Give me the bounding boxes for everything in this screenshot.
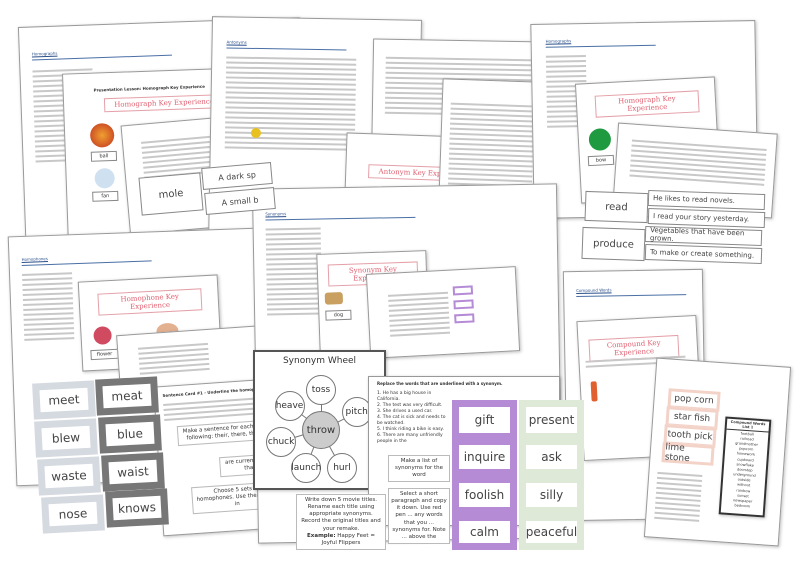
homograph-word-card[interactable]: mole [138,172,204,216]
key-title: Homograph Key Experience [594,90,700,118]
homophone-card[interactable]: waste [37,456,101,496]
homograph-word-card[interactable]: read [584,190,649,224]
flower-picture [93,326,113,345]
task-card[interactable]: Make a list of synonyms for the word [388,455,450,483]
fan-picture [94,167,116,189]
synonym-card[interactable]: calm [452,514,517,550]
person-picture [590,381,598,402]
wheel-word: chuck [266,426,297,457]
key-title: Homograph Key Experience [103,94,225,113]
homograph-meaning-card[interactable]: To make or create something. [644,243,763,265]
picture-label: ball [90,150,118,162]
synonym-card[interactable]: gift [452,400,517,440]
synonym-card[interactable]: silly [519,476,584,514]
homophone-card[interactable]: blew [34,418,98,458]
task-card[interactable]: Select a short paragraph and copy it dow… [388,488,450,544]
homograph-word-card[interactable]: produce [581,226,646,262]
mini-card [452,285,474,296]
dog-picture [324,292,344,305]
homophone-card[interactable]: nose [41,494,105,534]
sentence: 4. The cat is sick and needs to be watch… [377,415,446,426]
wheel-center: throw [302,411,340,449]
key-title: Homophone Key Experience [97,288,203,316]
example-label: Example: [307,532,336,539]
wheel-word: heave [274,391,305,422]
bow-picture [588,127,612,152]
ball-picture [89,122,115,148]
homograph-meaning-card[interactable]: Vegetables that have been grown. [644,225,763,247]
example-text: Happy Feet = Joyful Flippers [321,532,375,546]
task-card[interactable]: Write down 5 movie titles. Rename each t… [296,494,386,550]
synonym-card[interactable]: present [519,400,584,440]
picture-label: fan [92,190,119,202]
synonym-card[interactable]: peaceful [519,514,584,550]
homophone-card[interactable]: waist [101,452,165,492]
instruction: Replace the words that are underlined wi… [377,381,503,386]
mini-card [454,313,475,324]
sun-picture [250,127,262,139]
homophone-card[interactable]: knows [105,488,169,528]
picture-label: flower [90,348,119,361]
sentence: 5. I think riding a bike is easy. [377,427,444,432]
task-text: Write down 5 movie titles. Rename each t… [301,497,381,532]
synonym-card[interactable]: foolish [452,476,517,514]
wheel-word: toss [306,375,336,406]
wheel-title: Synonym Wheel [282,356,357,366]
synonym-book-page [365,266,521,359]
homophone-card[interactable]: meat [95,376,159,416]
wheel-word: launch [291,452,321,483]
homograph-meaning-card[interactable]: I read your story yesterday. [647,207,766,229]
synonym-card[interactable]: inquire [452,438,517,476]
wheel-word: hurl [327,452,357,483]
compound-card[interactable]: lime stone [661,442,715,466]
sentence: 1. He has a big house in California. [377,391,432,402]
sentence: 2. The test was very difficult. [377,403,443,408]
homophone-card[interactable]: blue [98,414,162,454]
sentence: 6. There are many unfriendly people in t… [377,433,443,444]
synonym-card[interactable]: ask [519,438,584,476]
picture-label: bow [587,154,615,167]
picture-label: dog [325,309,352,321]
sentence: 3. She drives a used car. [377,409,433,414]
mini-card [453,299,474,310]
wheel-word: pitch [341,397,372,428]
homophone-card[interactable]: meet [32,380,96,420]
